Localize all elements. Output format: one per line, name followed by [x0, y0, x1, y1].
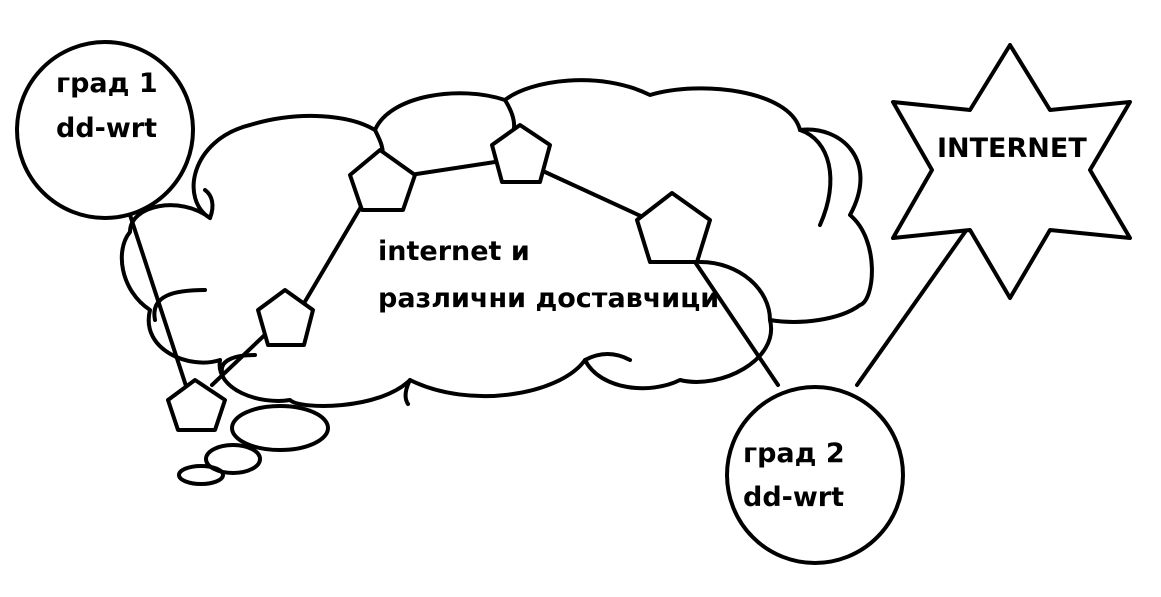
links	[128, 160, 967, 394]
city1-label-line1: град 1	[56, 68, 158, 99]
internet-star-label: INTERNET	[937, 133, 1087, 164]
city2-node: град 2 dd-wrt	[725, 385, 905, 565]
cloud-inner-arc-2	[219, 353, 257, 374]
link-router3-to-router4	[408, 160, 497, 177]
link-router1-to-router2	[210, 328, 272, 387]
routers	[166, 123, 712, 432]
link-city2-to-internet	[855, 230, 967, 387]
router-pentagon-1	[166, 378, 227, 432]
city1-node: град 1 dd-wrt	[15, 40, 195, 220]
thought-bubbles	[177, 404, 330, 486]
router-pentagon-4	[490, 123, 552, 184]
cloud-label-line1: internet и	[378, 236, 530, 267]
link-router2-to-router3	[298, 198, 367, 312]
internet-star-node: INTERNET	[891, 43, 1132, 300]
cloud-inner-arc-9	[203, 188, 215, 220]
city1-label-line2: dd-wrt	[56, 113, 157, 144]
city1-circle	[15, 40, 195, 220]
provider-cloud	[119, 78, 874, 408]
router-pentagon-2	[256, 288, 315, 347]
city2-circle	[725, 385, 905, 565]
cloud-inner-arc-6	[798, 128, 833, 227]
city2-label-line2: dd-wrt	[743, 482, 844, 513]
link-city1-to-router1	[128, 213, 190, 394]
internet-star	[891, 43, 1132, 300]
link-router5-to-city2	[693, 260, 780, 387]
router-pentagon-3	[348, 148, 417, 212]
cloud-inner-arc-3	[403, 378, 412, 406]
link-router4-to-router5	[543, 170, 647, 220]
cloud-inner-arc-8	[503, 98, 517, 130]
city2-label-line1: град 2	[743, 438, 845, 469]
cloud-label-line2: различни доставчици	[378, 283, 719, 314]
cloud-inner-arc-1	[152, 288, 207, 322]
cloud-inner-arc-4	[583, 352, 632, 362]
bubble-large	[230, 404, 330, 452]
bubble-small	[177, 464, 225, 486]
cloud-inner-arc-5	[698, 260, 772, 322]
bubble-medium	[204, 443, 262, 475]
cloud-outline	[119, 78, 874, 408]
router-pentagon-5	[635, 191, 712, 264]
cloud-label: internet и различни доставчици	[378, 236, 719, 314]
